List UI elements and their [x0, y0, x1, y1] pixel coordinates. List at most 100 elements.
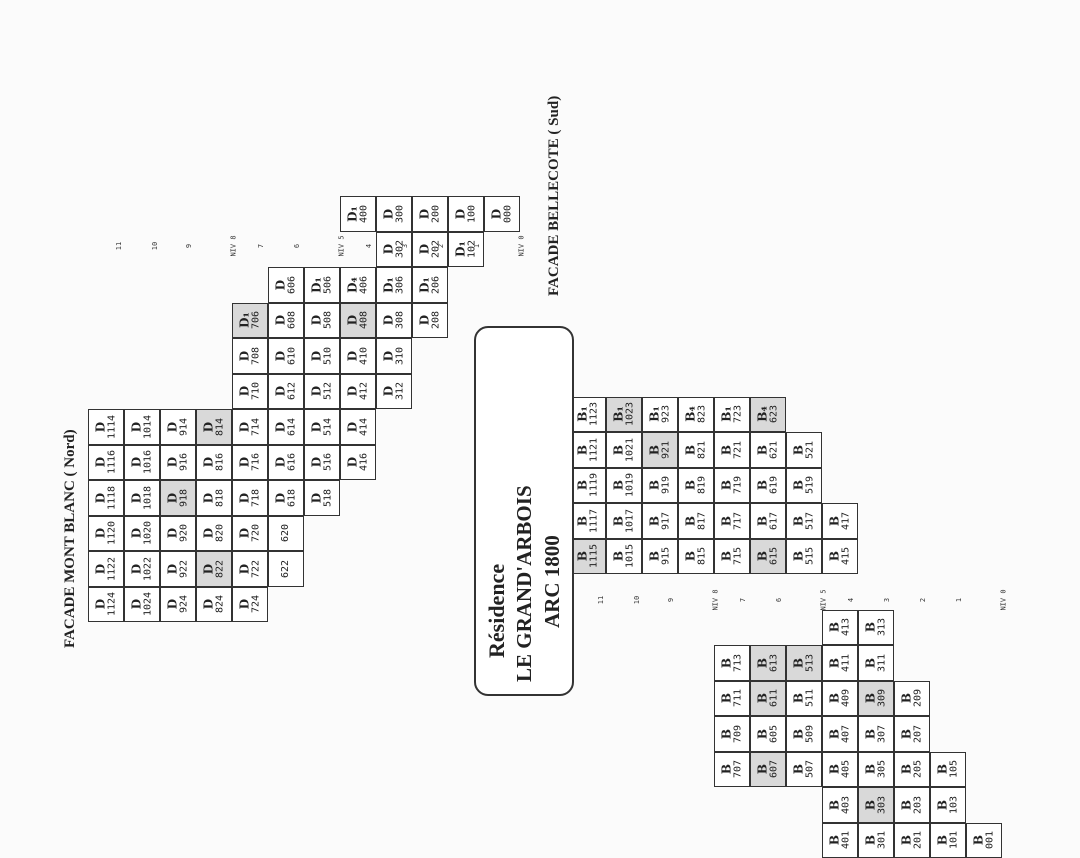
apartment-number: 301	[877, 831, 888, 849]
apartment-type: D	[130, 486, 143, 510]
apartment-type: D	[238, 489, 251, 507]
apartment-number: 918	[179, 489, 190, 507]
apartment-number: 515	[805, 547, 816, 565]
apartment-type: B	[864, 689, 877, 707]
apartment-type: B	[648, 476, 661, 494]
apartment-type: D	[310, 453, 323, 471]
apartment-type: D₁	[382, 276, 395, 294]
apartment-type: B₄	[684, 405, 697, 423]
apartment-type: D	[274, 311, 287, 329]
apartment-type: B	[900, 796, 913, 814]
apartment-number: 718	[251, 489, 262, 507]
apartment-number: 1021	[625, 438, 636, 462]
apartment-type: B	[900, 831, 913, 849]
apartment-type: B	[936, 796, 949, 814]
level-label: 10	[633, 596, 641, 604]
apartment-number: 610	[287, 347, 298, 365]
apartment-type: D₁	[238, 311, 251, 329]
apartment-number: 1120	[107, 521, 118, 545]
apartment-type: D	[238, 524, 251, 542]
apartment-number: 714	[251, 418, 262, 436]
apartment-number: 615	[769, 547, 780, 565]
level-label: 7	[257, 243, 265, 247]
apartment-type: D	[310, 418, 323, 436]
level-label: 1	[473, 243, 481, 247]
apartment-number: 512	[323, 382, 334, 400]
apartment-number: 920	[179, 524, 190, 542]
apartment-number: 103	[949, 796, 960, 814]
apartment-type: B	[756, 441, 769, 459]
apartment-type: B	[864, 618, 877, 636]
apartment-type: B	[612, 473, 625, 497]
apartment-number: 200	[431, 205, 442, 223]
apartment-type: D	[166, 489, 179, 507]
apartment-number: 1024	[143, 592, 154, 616]
apartment-number: 1020	[143, 521, 154, 545]
apartment-type: D	[238, 453, 251, 471]
apartment-number: 605	[769, 725, 780, 743]
apartment-type: D	[130, 415, 143, 439]
apartment-number: 723	[733, 405, 744, 423]
apartment-type: B₄	[756, 405, 769, 423]
apartment-number: 619	[769, 476, 780, 494]
apartment-number: 821	[697, 441, 708, 459]
apartment-type: B	[684, 547, 697, 565]
apartment-number: 406	[359, 276, 370, 294]
apartment-type: B	[756, 654, 769, 672]
apartment-type: B	[828, 547, 841, 565]
apartment-cell: 622	[268, 551, 304, 587]
apartment-number: 310	[395, 347, 406, 365]
apartment-number: 206	[431, 276, 442, 294]
apartment-type: B₁	[576, 402, 589, 426]
apartment-type: D	[418, 205, 431, 223]
level-label: NIV 8	[712, 589, 720, 610]
